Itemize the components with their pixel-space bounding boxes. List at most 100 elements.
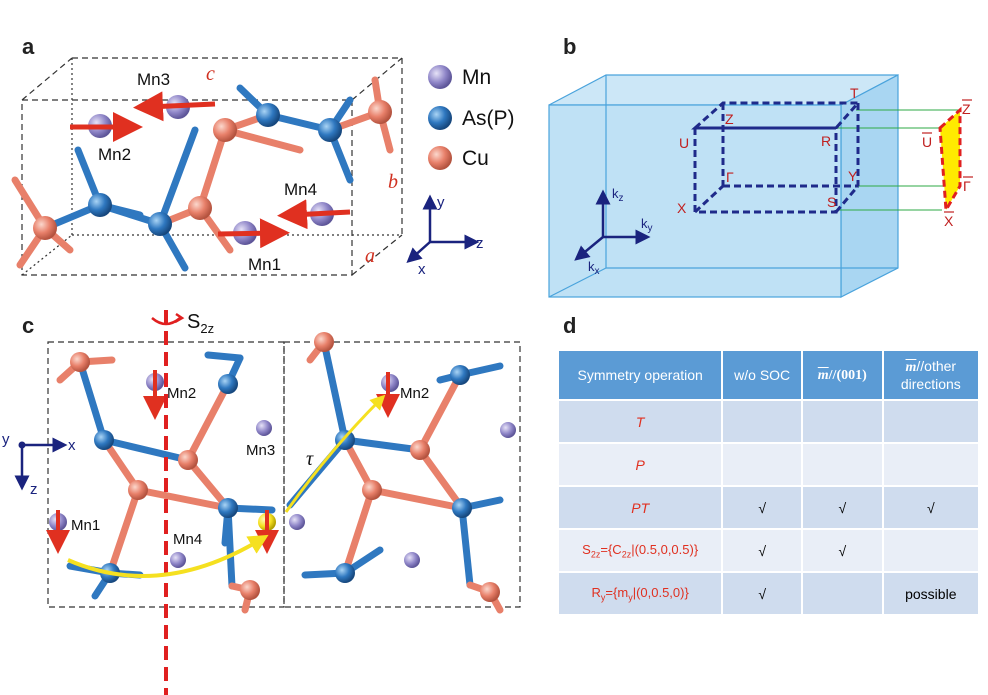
table-row: PT √ √ √ [559,487,978,528]
cell-op: Ry={my|(0,0.5,0)} [559,573,722,614]
label-mn2-right: Mn2 [400,385,429,402]
spin-arrows-c [46,370,400,554]
spin-arrows [70,91,351,249]
cell-m001 [802,573,882,614]
legend-cu-label: Cu [462,147,489,170]
surface-label-U: U [922,134,932,150]
cell-m001: √ [802,487,882,528]
cell-op: P [559,444,722,485]
mn-atom [256,420,272,436]
mn-atom [500,422,516,438]
legend-cu-swatch [428,146,452,170]
legend-as-label: As(P) [462,107,515,130]
cu-atom [368,100,392,124]
cu-atom [128,480,148,500]
as-atom [148,212,172,236]
cu-atom [213,118,237,142]
panel-label-a: a [22,34,35,59]
panel-a-crystal-structure: Mn3 Mn2 Mn4 Mn1 c b a Mn As(P) Cu y z x [11,57,515,278]
surface-label-Z: Z [962,101,971,117]
reduced-zone [691,101,862,214]
bz-label-S: S [827,194,836,210]
cu-atom [314,332,334,352]
rotation-arrowhead-icon [174,312,185,324]
axis-label-z: z [476,235,484,252]
cu-atom [33,216,57,240]
cu-atom [362,480,382,500]
mn-atom [289,514,305,530]
cu-atom [188,196,212,220]
lattice-label-a: a [365,245,375,267]
label-mn4: Mn4 [173,531,202,548]
label-mn1: Mn1 [248,255,281,274]
table-header-row: Symmetry operation w/o SOC m//(001) m//o… [559,351,978,399]
table-row: T [559,401,978,442]
cu-atom [70,352,90,372]
bz-label-X: X [677,200,687,216]
label-mn3: Mn3 [246,442,275,459]
as-atom [218,498,238,518]
axis-label-y-c: y [2,431,10,448]
label-mn4: Mn4 [284,180,317,199]
label-mn1: Mn1 [71,517,100,534]
cu-atom [480,582,500,602]
header-m-001: m//(001) [802,351,882,399]
surface-label-X: X [944,213,954,229]
cell-wo-soc [723,444,801,485]
cell-other [883,530,978,571]
mn-atom [404,552,420,568]
cu-atom [240,580,260,600]
axis-label-kx: kx [588,259,600,277]
mn-atom [170,552,186,568]
axis-label-z-c: z [30,481,38,498]
bonds-copper [11,76,394,269]
cell-op: PT [559,487,722,528]
bz-label-T: T [850,85,859,101]
cell-wo-soc: √ [723,573,801,614]
cu-atoms-c [70,332,500,602]
cell-op: S2z={C2z|(0.5,0,0.5)} [559,530,722,571]
bonds-blue [41,84,354,272]
cu-atom [410,440,430,460]
legend-mn-label: Mn [462,66,491,89]
legend-mn-swatch [428,65,452,89]
cell-m001: √ [802,530,882,571]
as-atom [318,118,342,142]
axis-label-ky: ky [641,216,653,234]
as-atom [256,103,280,127]
axis-label-y: y [437,194,445,211]
bonds-copper-c [56,338,504,614]
cell-other [883,444,978,485]
axis-label-kz: kz [612,186,624,204]
table-row: S2z={C2z|(0.5,0,0.5)} √ √ [559,530,978,571]
table-row: Ry={my|(0,0.5,0)} √ possible [559,573,978,614]
header-wo-soc: w/o SOC [723,351,801,399]
label-mn2-left: Mn2 [167,385,196,402]
bz-label-U: U [679,135,689,151]
cell-wo-soc: √ [723,530,801,571]
as-atom [452,498,472,518]
lattice-label-c: c [206,63,215,85]
bz-label-Gamma: Γ [726,169,734,185]
s2z-label: S2z [187,311,214,336]
as-atom [88,193,112,217]
translation-arc [67,534,269,578]
cell-boxes [47,341,521,608]
as-atom [218,374,238,394]
bz-label-R: R [821,133,831,149]
projection-lines [836,109,960,211]
panel-label-b: b [563,34,577,59]
cell-m001 [802,444,882,485]
cell-other: √ [883,487,978,528]
axis-origin-dot [18,441,26,449]
label-mn3: Mn3 [137,70,170,89]
axis-label-x: x [418,261,426,278]
axes-c [14,437,68,491]
table-row: P [559,444,978,485]
lattice-label-b: b [388,171,398,193]
legend-as-swatch [428,106,452,130]
cell-wo-soc [723,401,801,442]
tau-label: τ [306,448,314,470]
cell-other [883,401,978,442]
cell-m001 [802,401,882,442]
